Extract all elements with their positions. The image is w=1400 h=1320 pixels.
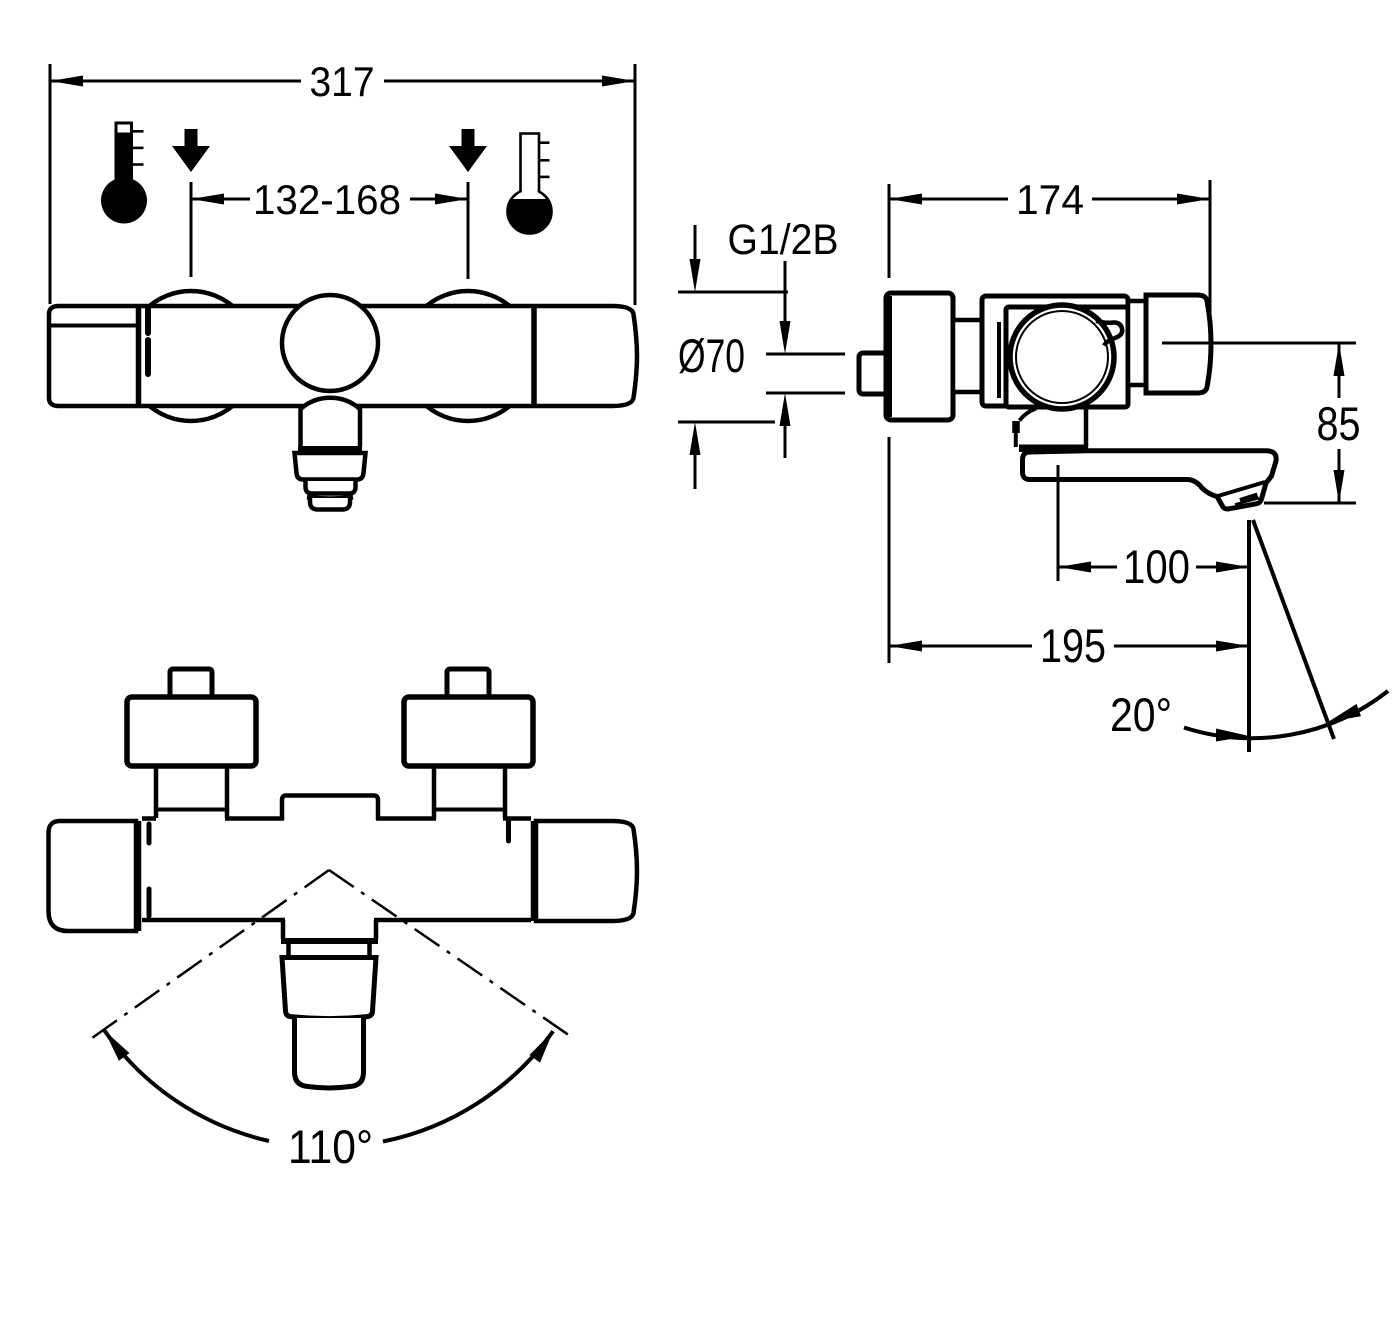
svg-text:85: 85 [1317,397,1361,450]
svg-text:317: 317 [310,58,375,105]
svg-text:132-168: 132-168 [253,176,401,223]
svg-text:100: 100 [1123,540,1190,593]
svg-text:195: 195 [1040,619,1106,672]
svg-text:20°: 20° [1110,688,1172,741]
svg-text:174: 174 [1016,176,1084,223]
svg-text:Ø70: Ø70 [678,329,745,382]
svg-text:110°: 110° [288,1120,373,1173]
svg-text:G1/2B: G1/2B [728,216,839,264]
